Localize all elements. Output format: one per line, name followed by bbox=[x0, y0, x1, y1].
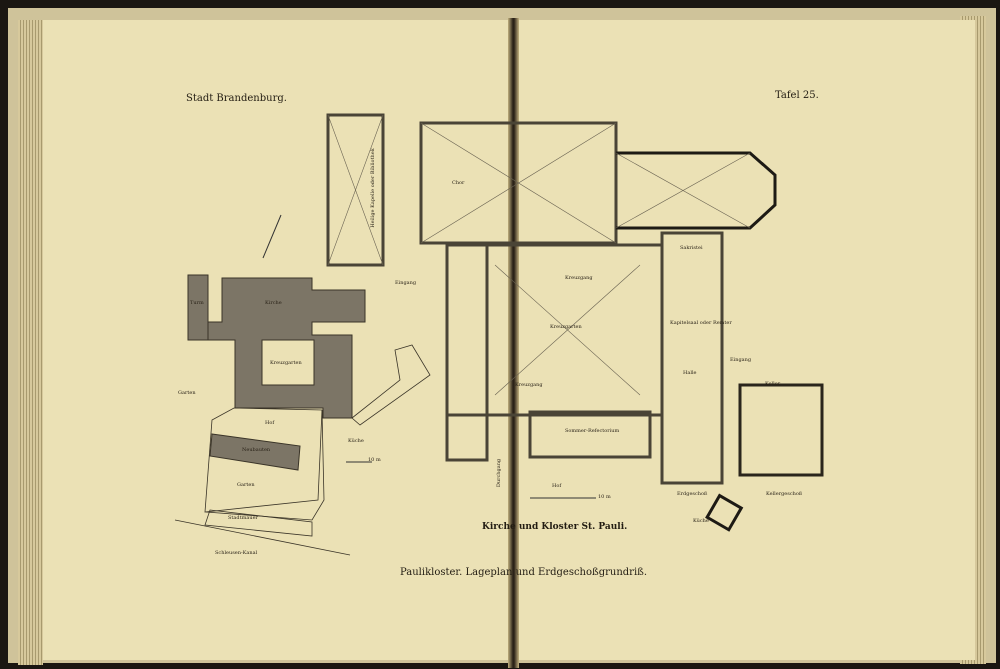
label-cloister-south: Kreuzgang bbox=[515, 382, 543, 388]
choir-outline bbox=[616, 151, 777, 230]
plate-caption: Paulikloster. Lageplan und Erdgeschoßgru… bbox=[400, 567, 648, 578]
tower-block bbox=[187, 274, 209, 341]
east-wing-outline bbox=[660, 231, 724, 485]
neubauten-block bbox=[209, 433, 301, 471]
label-site-kreuzgarten: Kreuzgarten bbox=[270, 360, 302, 366]
label-entrance-east: Eingang bbox=[730, 357, 752, 363]
west-wing-outline bbox=[445, 243, 489, 462]
book-gutter bbox=[508, 18, 519, 668]
label-garden-south: Garten bbox=[237, 482, 255, 488]
label-cellar: Keller bbox=[765, 381, 781, 387]
header-left: Stadt Brandenburg. bbox=[186, 93, 287, 104]
nave-outline bbox=[419, 121, 618, 245]
label-ground-floor: Erdgeschoß bbox=[677, 491, 708, 497]
label-cellar-floor: Kellergeschoß bbox=[766, 491, 803, 497]
label-garden-west: Garten bbox=[178, 390, 196, 396]
plan-title: Kirche und Kloster St. Pauli. bbox=[482, 522, 628, 532]
label-entrance-west: Eingang bbox=[395, 280, 417, 286]
plan-scale-label: 10 m bbox=[598, 494, 611, 500]
site-plan bbox=[187, 274, 366, 471]
vault-lines bbox=[327, 114, 751, 396]
header-right: Tafel 25. bbox=[775, 90, 819, 101]
kreuzgarten-site bbox=[261, 339, 315, 386]
right-page bbox=[515, 20, 975, 660]
label-passage: Durchgang bbox=[496, 458, 503, 488]
label-city-wall: Stadtmauer bbox=[228, 515, 258, 521]
floor-plan bbox=[326, 113, 824, 485]
label-cloister-north: Kreuzgang bbox=[565, 275, 593, 281]
site-scale-label: 10 m bbox=[368, 457, 381, 463]
label-chapel: Heilige Kapelle oder Bibliothek bbox=[369, 148, 376, 228]
label-site-kitchen: Küche bbox=[348, 438, 364, 444]
label-kitchen: Küche bbox=[693, 518, 709, 524]
cloister-outline bbox=[445, 243, 664, 417]
page-edges-left bbox=[18, 20, 43, 665]
label-tower: Turm bbox=[190, 300, 204, 306]
label-refectory: Sommer-Refectorium bbox=[565, 428, 620, 434]
refectory-outline bbox=[528, 410, 652, 459]
chapel-outline bbox=[326, 113, 385, 267]
label-yard: Hof bbox=[552, 483, 562, 489]
cellar-outline bbox=[738, 383, 824, 477]
label-neubauten: Neubauten bbox=[242, 447, 271, 453]
kitchen-outline bbox=[705, 493, 744, 532]
label-choir: Chor bbox=[452, 180, 465, 186]
label-kreuzgarten: Kreuzgarten bbox=[550, 324, 582, 330]
label-church: Kirche bbox=[265, 300, 282, 306]
north-arrow bbox=[262, 214, 282, 259]
label-sacristy: Sakristei bbox=[680, 245, 703, 251]
label-courtyard: Hof bbox=[265, 420, 275, 426]
book-spread bbox=[8, 8, 996, 668]
label-hall: Halle bbox=[683, 370, 697, 376]
site-outlines bbox=[174, 344, 431, 556]
label-canal: Schleusen-Kanal bbox=[215, 550, 258, 556]
label-chapter-hall: Kapitelsaal oder Remter bbox=[670, 320, 732, 326]
